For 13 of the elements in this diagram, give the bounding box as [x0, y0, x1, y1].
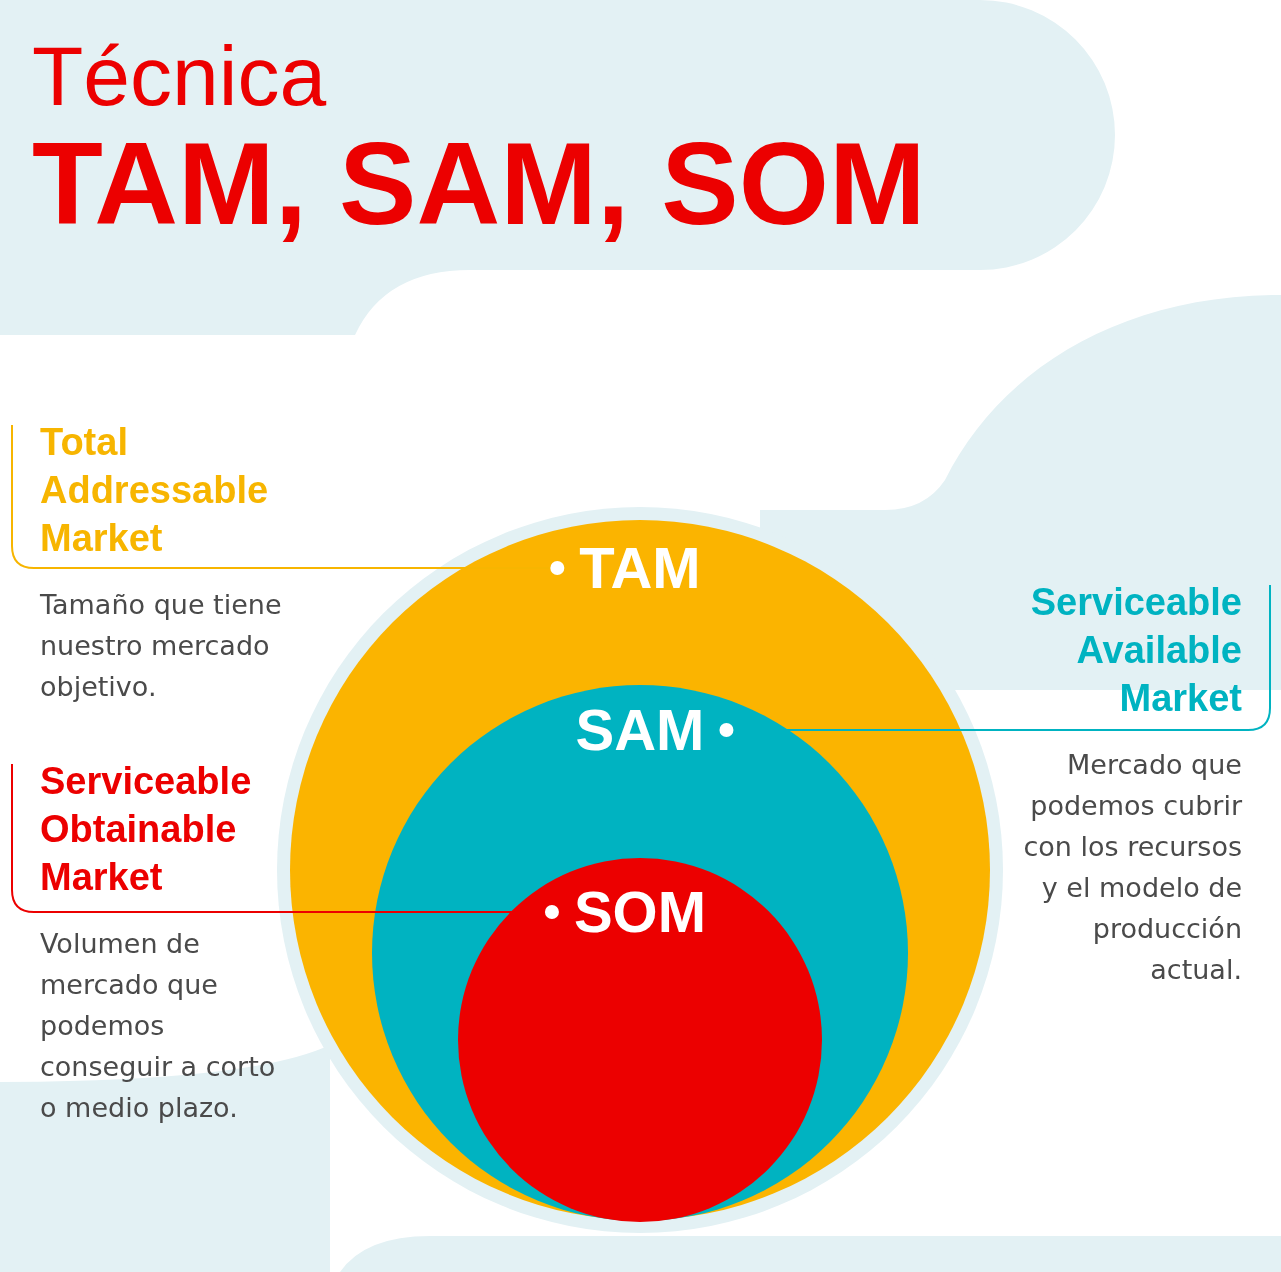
leader-line — [11, 424, 565, 575]
description-text: Mercado que podemos cubrir con los recursos y el modelo de producción actual. — [1022, 748, 1242, 987]
market-heading: Serviceable Obtainable Market — [40, 759, 253, 900]
leader-line — [11, 763, 559, 919]
description-text: Tamaño que tiene nuestro mercado objetivo. — [40, 588, 283, 704]
title: Técnica TAM, SAM, SOM — [32, 28, 926, 244]
leader-line — [719, 584, 1271, 737]
circle-label: SAM — [575, 698, 705, 762]
description-text: Volumen de mercado que podemos conseguir a corto o medio plazo. — [40, 927, 277, 1125]
circle-label: TAM — [579, 536, 701, 600]
market-heading: Total Addressable Market — [40, 420, 270, 561]
market-heading: Serviceable Available Market — [1029, 580, 1242, 721]
circle-label: SOM — [573, 880, 707, 944]
